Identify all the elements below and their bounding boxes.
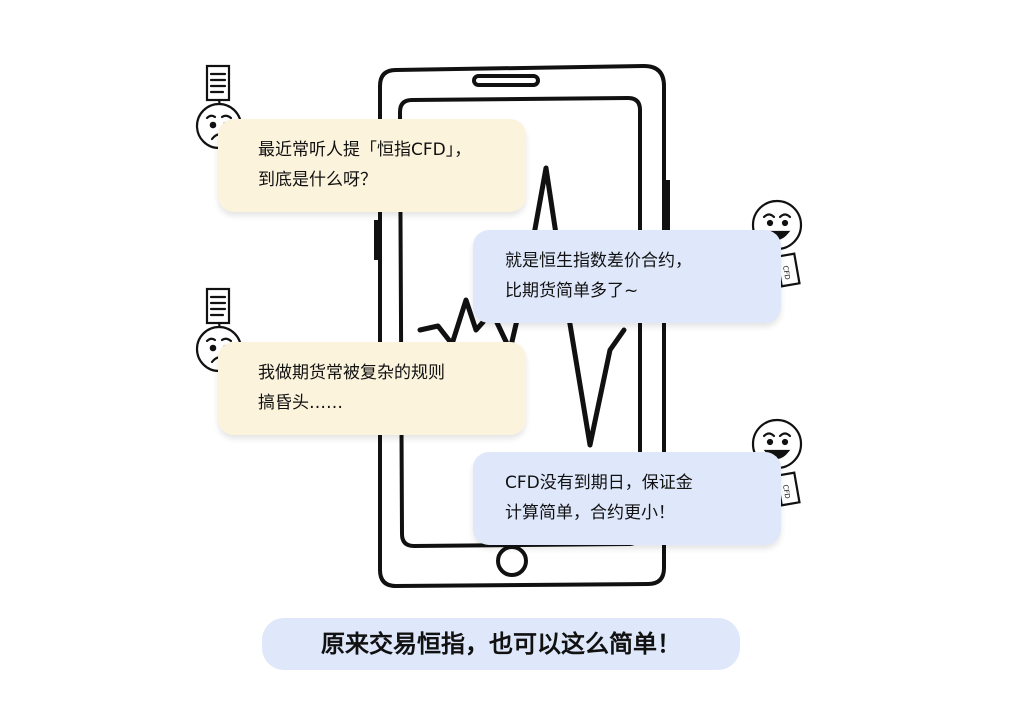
bubble-text: 计算简单，合约更小！ bbox=[505, 503, 675, 523]
bubble-text: 到底是什么呀？ bbox=[258, 170, 377, 190]
cfd-card-label: CFD bbox=[781, 265, 791, 280]
chat-bubble-question: 我做期货常被复杂的规则 搞昏头…… bbox=[218, 342, 526, 435]
caption: 原来交易恒指，也可以这么简单！ bbox=[262, 618, 740, 670]
chat-bubble-answer: 就是恒生指数差价合约， 比期货简单多了~ bbox=[473, 230, 781, 323]
bubble-text: 最近常听人提「恒指CFD」， bbox=[258, 140, 472, 160]
chat-bubble-question: 最近常听人提「恒指CFD」， 到底是什么呀？ bbox=[218, 119, 526, 212]
bubble-text: 搞昏头…… bbox=[258, 393, 343, 413]
chat-bubble-answer: CFD没有到期日，保证金 计算简单，合约更小！ bbox=[473, 452, 781, 545]
bubble-text: CFD没有到期日，保证金 bbox=[505, 473, 693, 493]
bubble-text: 我做期货常被复杂的规则 bbox=[258, 363, 445, 383]
phone-illustration bbox=[374, 64, 670, 588]
bubble-text: 就是恒生指数差价合约， bbox=[505, 251, 692, 271]
bubble-text: 比期货简单多了~ bbox=[505, 281, 639, 301]
cfd-card-label: CFD bbox=[781, 484, 791, 499]
